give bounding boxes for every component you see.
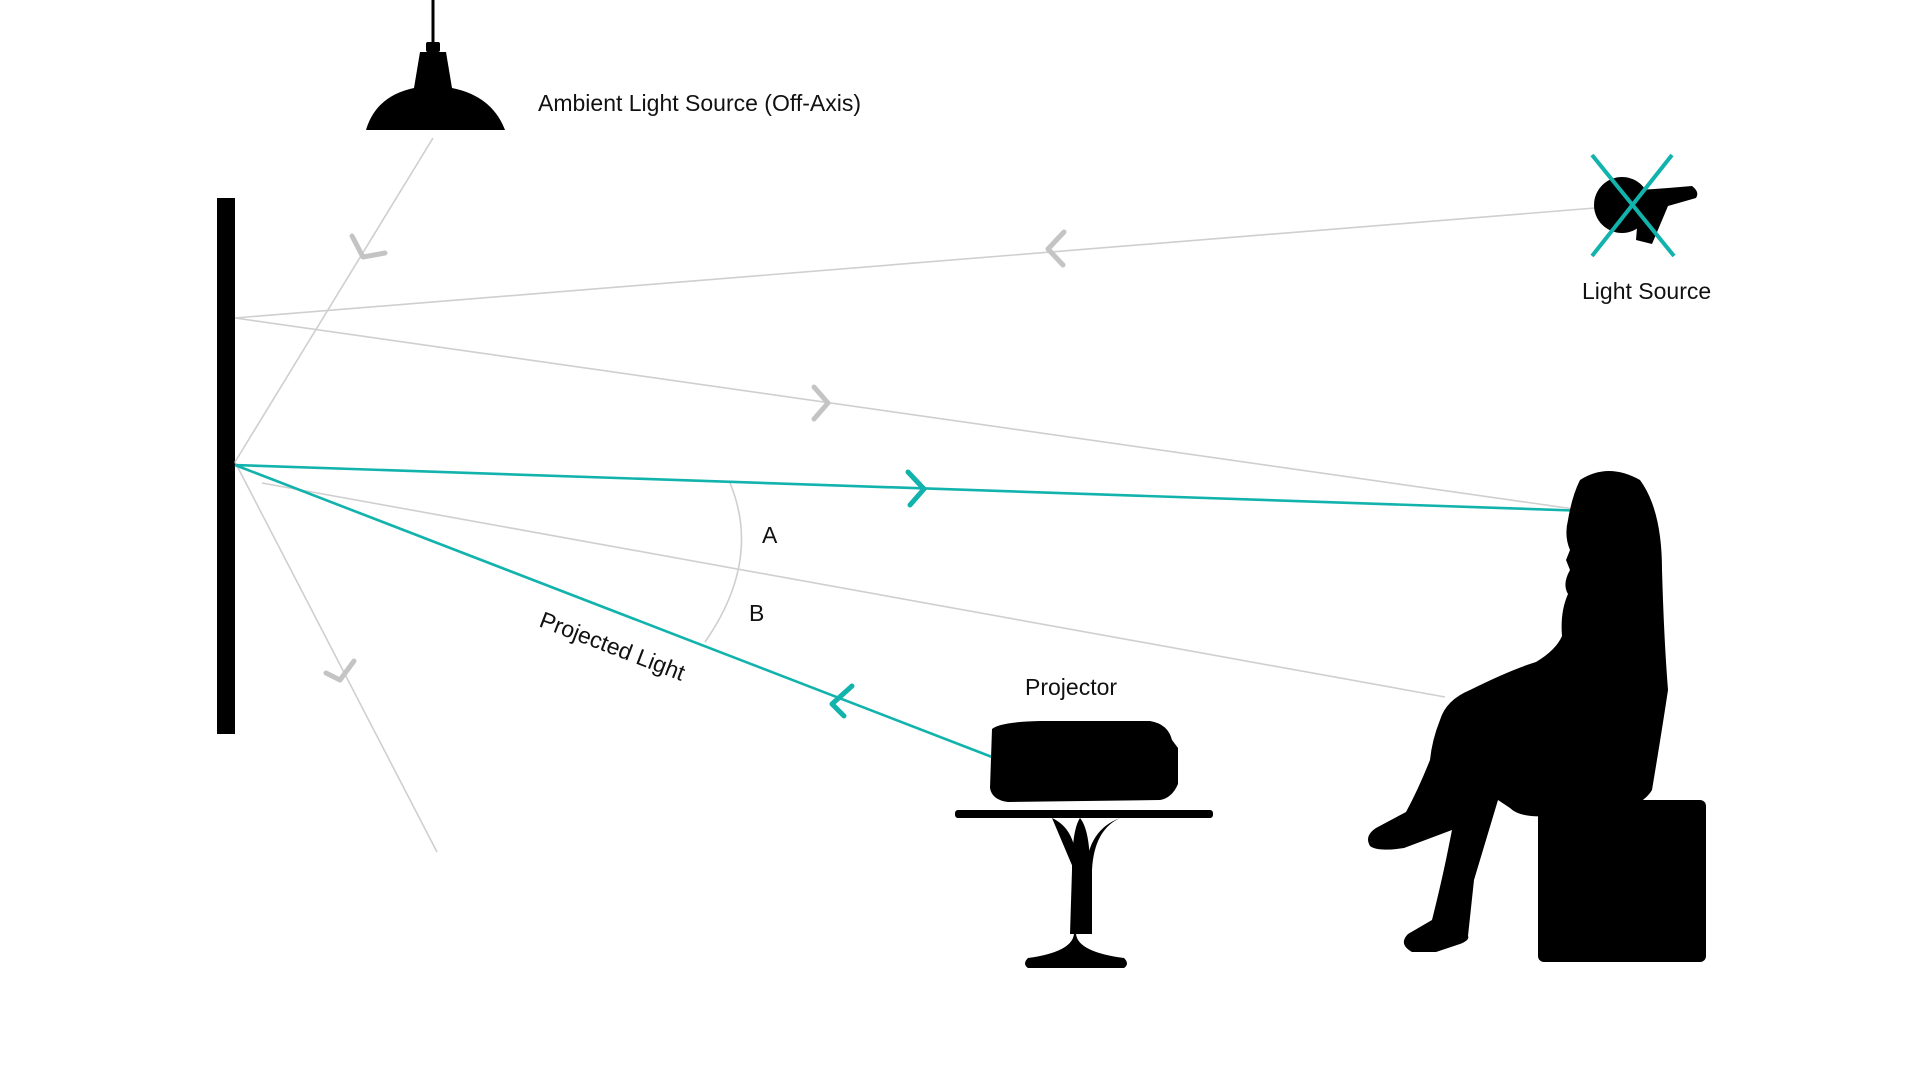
source-reflected-ray <box>234 317 1589 512</box>
ambient-rays <box>234 137 1596 853</box>
arrowhead-projected-reflected <box>905 469 927 508</box>
ambient-light-label: Ambient Light Source (Off-Axis) <box>538 90 861 116</box>
seated-person-icon <box>1368 471 1706 962</box>
light-source-label: Light Source <box>1582 278 1711 304</box>
source-incident-ray <box>234 207 1596 319</box>
angle-a-label: A <box>762 522 778 548</box>
arrowhead-projected-incident <box>829 683 855 719</box>
projector-label: Projector <box>1025 674 1117 700</box>
projector-icon <box>990 721 1178 802</box>
angle-b-label: B <box>749 600 764 626</box>
pendant-lamp-icon <box>366 0 505 130</box>
projected-rays <box>234 463 1589 759</box>
tulip-table-icon <box>955 810 1213 968</box>
lamp-reflected-ray <box>234 461 438 853</box>
arrowhead-lamp-reflected <box>323 658 357 683</box>
projection-screen <box>217 198 235 734</box>
spotlight-crossed-out-icon <box>1590 153 1698 258</box>
reference-ray <box>261 482 1446 698</box>
arrowhead-lamp-incident <box>349 233 388 260</box>
projected-reflected-ray <box>234 463 1589 513</box>
projected-light-label: Projected Light <box>536 606 689 685</box>
projected-incident-ray <box>234 463 993 759</box>
angle-arc <box>704 482 743 643</box>
arrowhead-source-reflected <box>811 384 831 422</box>
lamp-incident-ray <box>234 137 434 463</box>
arrowhead-source-incident <box>1045 229 1067 268</box>
